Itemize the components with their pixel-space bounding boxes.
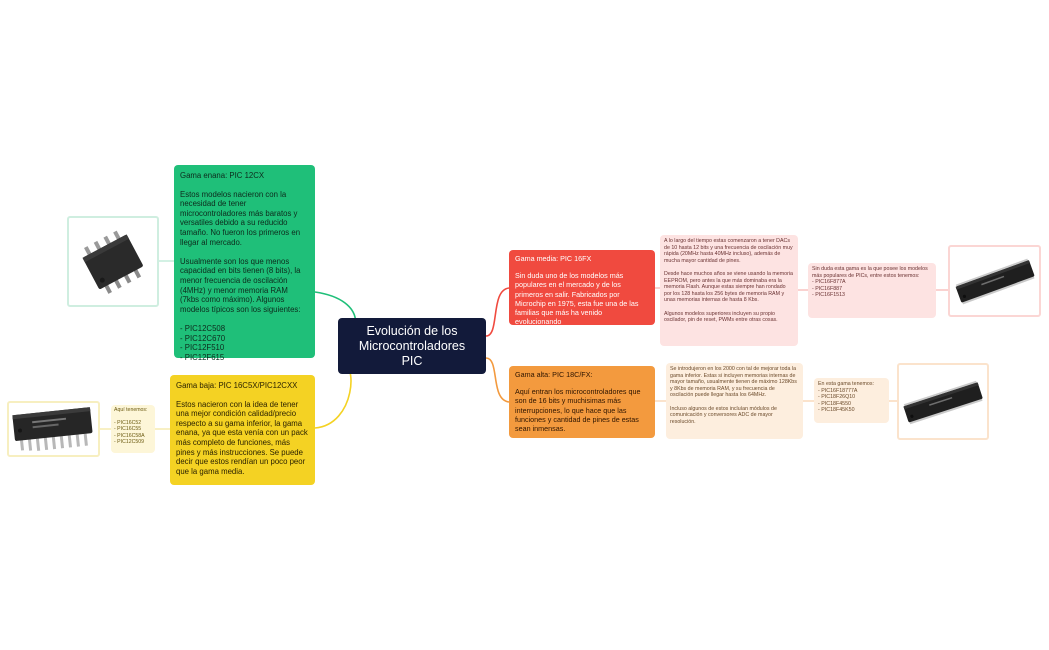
gama-baja-examples-note[interactable]: Aquí tenemos: - PIC16C52 - PIC16C55 - PI… <box>111 405 155 453</box>
gama-alta-body: Aquí entran los microcontroladores que s… <box>515 387 641 434</box>
gama-media-body: Sin duda uno de los modelos más populare… <box>515 271 639 327</box>
topic-gama-baja[interactable]: Gama baja: PIC 16C5X/PIC12CXX Estos naci… <box>170 375 315 485</box>
connector-gama-alta <box>485 357 510 403</box>
dip-40-chip-icon <box>955 258 1034 305</box>
dip-40-chip-icon <box>903 380 983 424</box>
soic-8-chip-image[interactable] <box>67 216 159 307</box>
gama-alta-examples-text: En esta gama tenemos: - PIC16F18777A - P… <box>818 381 874 414</box>
central-topic[interactable]: Evolución de los Microcontroladores PIC <box>338 318 486 374</box>
dip-18-chip-image[interactable] <box>7 401 100 457</box>
gama-baja-title: Gama baja: PIC 16C5X/PIC12CXX <box>176 381 298 390</box>
gama-alta-title: Gama alta: PIC 18C/FX: <box>515 370 593 379</box>
topic-gama-media[interactable]: Gama media: PIC 16FX Sin duda uno de los… <box>509 250 655 327</box>
connector-gama-media <box>485 287 510 337</box>
gama-media-examples-text: Sin duda esta gama es la que posee los m… <box>812 266 928 299</box>
topic-gama-enana[interactable]: Gama enana: PIC 12CX Estos modelos nacie… <box>174 165 315 362</box>
topic-gama-alta[interactable]: Gama alta: PIC 18C/FX: Aquí entran los m… <box>509 366 655 438</box>
dip-40-chip-image-gama-media[interactable] <box>948 245 1041 317</box>
gama-media-detail-note[interactable]: A lo largo del tiempo estas comenzaron a… <box>660 235 798 346</box>
gama-media-examples-note[interactable]: Sin duda esta gama es la que posee los m… <box>808 263 936 318</box>
gama-alta-detail-text: Se introdujeron en los 2000 con tal de m… <box>670 366 797 425</box>
gama-enana-title: Gama enana: PIC 12CX <box>180 171 265 180</box>
gama-media-title: Gama media: PIC 16FX <box>515 254 592 263</box>
dip-40-chip-image-gama-alta[interactable] <box>897 363 989 440</box>
dip-18-chip-icon <box>11 407 92 451</box>
soic-8-chip-icon <box>82 230 143 294</box>
gama-baja-examples-text: Aquí tenemos: - PIC16C52 - PIC16C55 - PI… <box>114 407 148 446</box>
gama-baja-body: Estos nacieron con la idea de tener una … <box>176 399 308 476</box>
central-topic-title: Evolución de los Microcontroladores PIC <box>358 323 466 368</box>
gama-media-detail-text: A lo largo del tiempo estas comenzaron a… <box>664 238 793 324</box>
gama-alta-examples-note[interactable]: En esta gama tenemos: - PIC16F18777A - P… <box>814 378 889 423</box>
gama-enana-body: Estos modelos nacieron con la necesidad … <box>180 189 301 362</box>
gama-alta-detail-note[interactable]: Se introdujeron en los 2000 con tal de m… <box>666 363 803 439</box>
